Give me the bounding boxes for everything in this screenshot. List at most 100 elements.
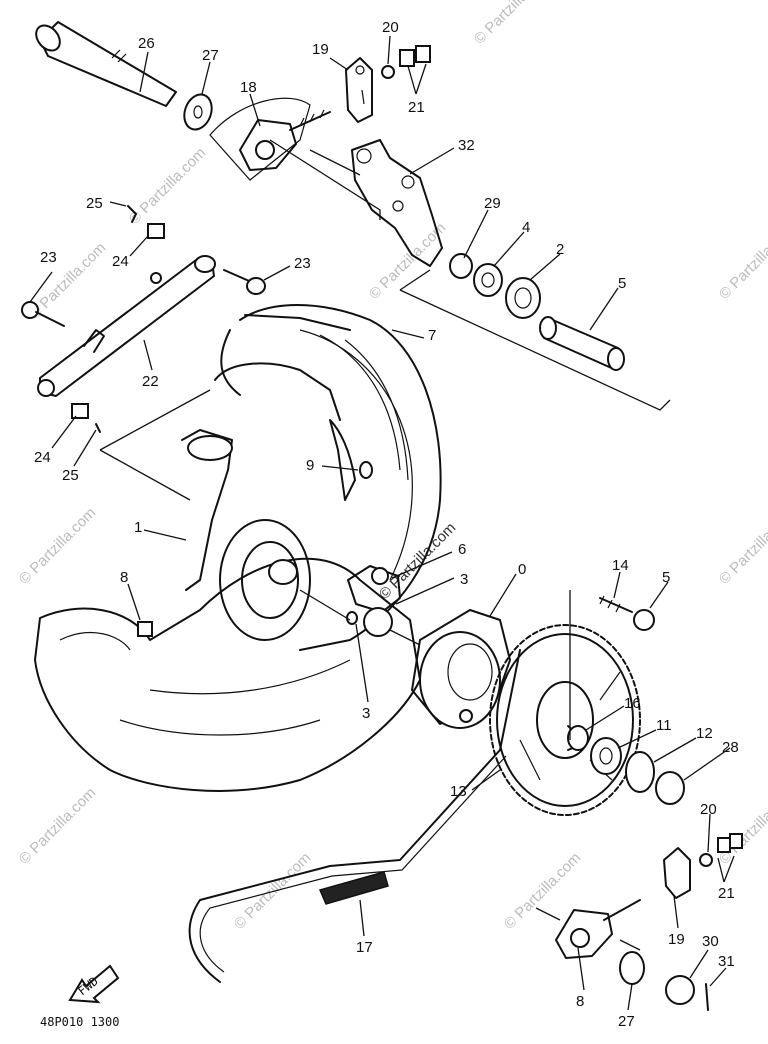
washer-hole <box>193 105 203 119</box>
callout: 30 <box>702 933 719 950</box>
rear-axle <box>35 21 177 107</box>
tension-bar <box>37 255 216 397</box>
adjusting-plate <box>663 847 691 899</box>
bolt <box>223 269 266 295</box>
assembly-lines <box>99 139 671 951</box>
callout-numbers: 26 27 18 19 20 21 32 25 24 23 29 4 2 23 … <box>34 19 739 1030</box>
callout: 6 <box>458 541 466 558</box>
nut <box>399 49 415 67</box>
watermark: © Partzilla.com <box>16 504 99 587</box>
callout: 2 <box>556 241 564 258</box>
callout: 29 <box>484 195 501 212</box>
oil-seal <box>625 751 655 793</box>
drive-chain <box>188 649 521 983</box>
watermark: © Partzilla.com <box>16 784 99 867</box>
callout: 1 <box>134 519 142 536</box>
balance-weight <box>137 621 153 637</box>
nut <box>717 837 731 853</box>
callout: 3 <box>362 705 370 722</box>
collar <box>449 253 473 279</box>
cast-wheel <box>34 419 421 792</box>
callout: 0 <box>518 561 526 578</box>
callout: 27 <box>618 1013 635 1030</box>
nut <box>415 45 431 63</box>
nut <box>699 853 713 867</box>
forward-arrow-icon: FWD <box>68 964 120 1004</box>
leader-lines <box>29 35 735 1011</box>
chain-puller <box>209 97 331 181</box>
caliper-bracket <box>351 139 443 267</box>
callout: 18 <box>240 79 257 96</box>
oil-seal <box>473 263 503 297</box>
watermark: © Partzilla.com <box>716 504 768 587</box>
nut <box>381 65 395 79</box>
nut <box>71 403 89 419</box>
callout: 17 <box>356 939 373 956</box>
callout: 8 <box>120 569 128 586</box>
drawing-code: 48P010 1300 <box>40 1015 119 1029</box>
callout: 20 <box>700 801 717 818</box>
callout: 25 <box>86 195 103 212</box>
callout: 28 <box>722 739 739 756</box>
callout: 4 <box>522 219 530 236</box>
callout: 20 <box>382 19 399 36</box>
tire-valve <box>359 461 373 479</box>
callout: 26 <box>138 35 155 52</box>
callout: 21 <box>408 99 425 116</box>
adjusting-plate <box>345 57 373 123</box>
callout: 12 <box>696 725 713 742</box>
watermark: © Partzilla.com <box>501 849 584 932</box>
callout: 3 <box>460 571 468 588</box>
collar <box>346 611 358 625</box>
watermark: © Partzilla.com <box>376 519 459 602</box>
nut <box>633 609 655 631</box>
cotter-pin <box>705 983 709 1011</box>
bearing <box>590 737 622 775</box>
callout: 5 <box>662 569 670 586</box>
rear-sprocket <box>489 624 641 816</box>
callout: 14 <box>612 557 629 574</box>
watermark: © Partzilla.com <box>716 784 768 867</box>
callout: 23 <box>40 249 57 266</box>
callout: 7 <box>428 327 436 344</box>
callout: 25 <box>62 467 79 484</box>
callout: 22 <box>142 373 159 390</box>
callout: 24 <box>112 253 129 270</box>
callout: 9 <box>306 457 314 474</box>
damper-hub <box>347 565 401 613</box>
callout: 5 <box>618 275 626 292</box>
callout: 32 <box>458 137 475 154</box>
plain-washer <box>183 93 213 131</box>
rear-tire <box>214 304 442 651</box>
callout: 21 <box>718 885 735 902</box>
bolt <box>21 301 65 327</box>
cotter-pin <box>127 205 137 223</box>
bearing <box>363 607 393 637</box>
stud-bolt <box>599 597 633 613</box>
sprocket-clutch-hub <box>411 609 511 729</box>
spacer <box>539 316 625 371</box>
callout: 13 <box>450 783 467 800</box>
nut <box>147 223 165 239</box>
axle-nut <box>665 975 695 1005</box>
watermark: © Partzilla.com <box>716 219 768 302</box>
callout: 11 <box>656 717 672 734</box>
callout: 23 <box>294 255 311 272</box>
callout: 19 <box>312 41 329 58</box>
callout: 8 <box>576 993 584 1010</box>
callout: 24 <box>34 449 51 466</box>
watermark: © Partzilla.com <box>471 0 554 48</box>
nut <box>729 833 743 849</box>
bearing <box>505 277 541 319</box>
callout: 31 <box>718 953 735 970</box>
callout: 27 <box>202 47 219 64</box>
chain-puller <box>555 899 641 959</box>
watermark: © Partzilla.com <box>126 144 209 227</box>
cotter-pin <box>95 423 101 433</box>
plain-washer <box>619 951 645 985</box>
collar <box>655 771 685 805</box>
callout: 16 <box>624 695 641 712</box>
callout: 19 <box>668 931 685 948</box>
